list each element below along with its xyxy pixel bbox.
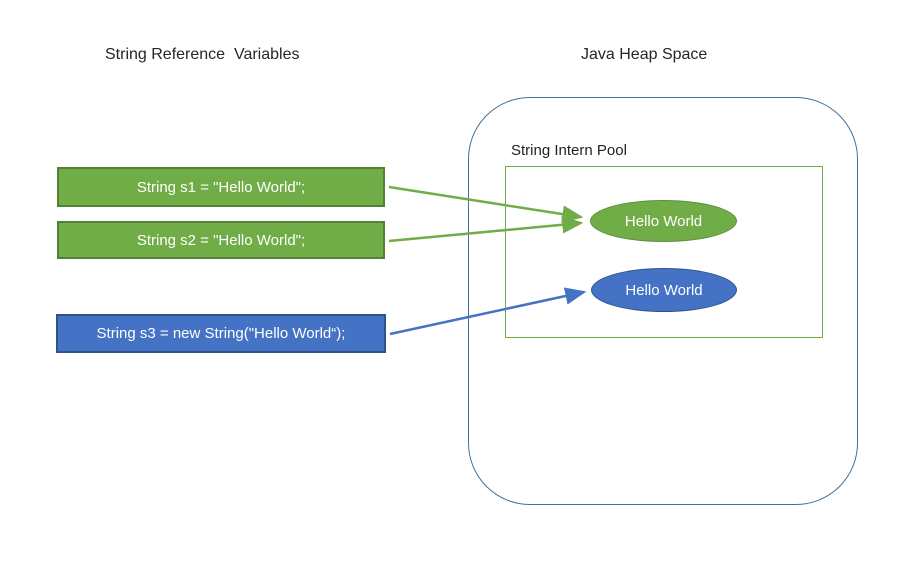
new-string-object-label: Hello World — [625, 281, 703, 299]
string-reference-variables-title: String Reference Variables — [105, 46, 300, 63]
reference-box-s2-label: String s2 = "Hello World"; — [136, 231, 306, 249]
string-intern-pool-box — [505, 166, 823, 338]
java-heap-space-title: Java Heap Space — [581, 46, 708, 63]
reference-box-s3-label: String s3 = new String("Hello World“); — [96, 325, 346, 342]
string-intern-pool-label: String Intern Pool — [511, 142, 627, 159]
interned-string-label: Hello World — [624, 212, 703, 230]
reference-box-s1-label: String s1 = "Hello World"; — [136, 178, 306, 196]
interned-string-ellipse: Hello World — [590, 200, 737, 242]
reference-box-s2: String s2 = "Hello World"; — [57, 221, 385, 259]
reference-box-s1: String s1 = "Hello World"; — [57, 167, 385, 207]
reference-box-s3: String s3 = new String("Hello World“); — [56, 314, 386, 353]
new-string-object-ellipse: Hello World — [591, 268, 737, 312]
